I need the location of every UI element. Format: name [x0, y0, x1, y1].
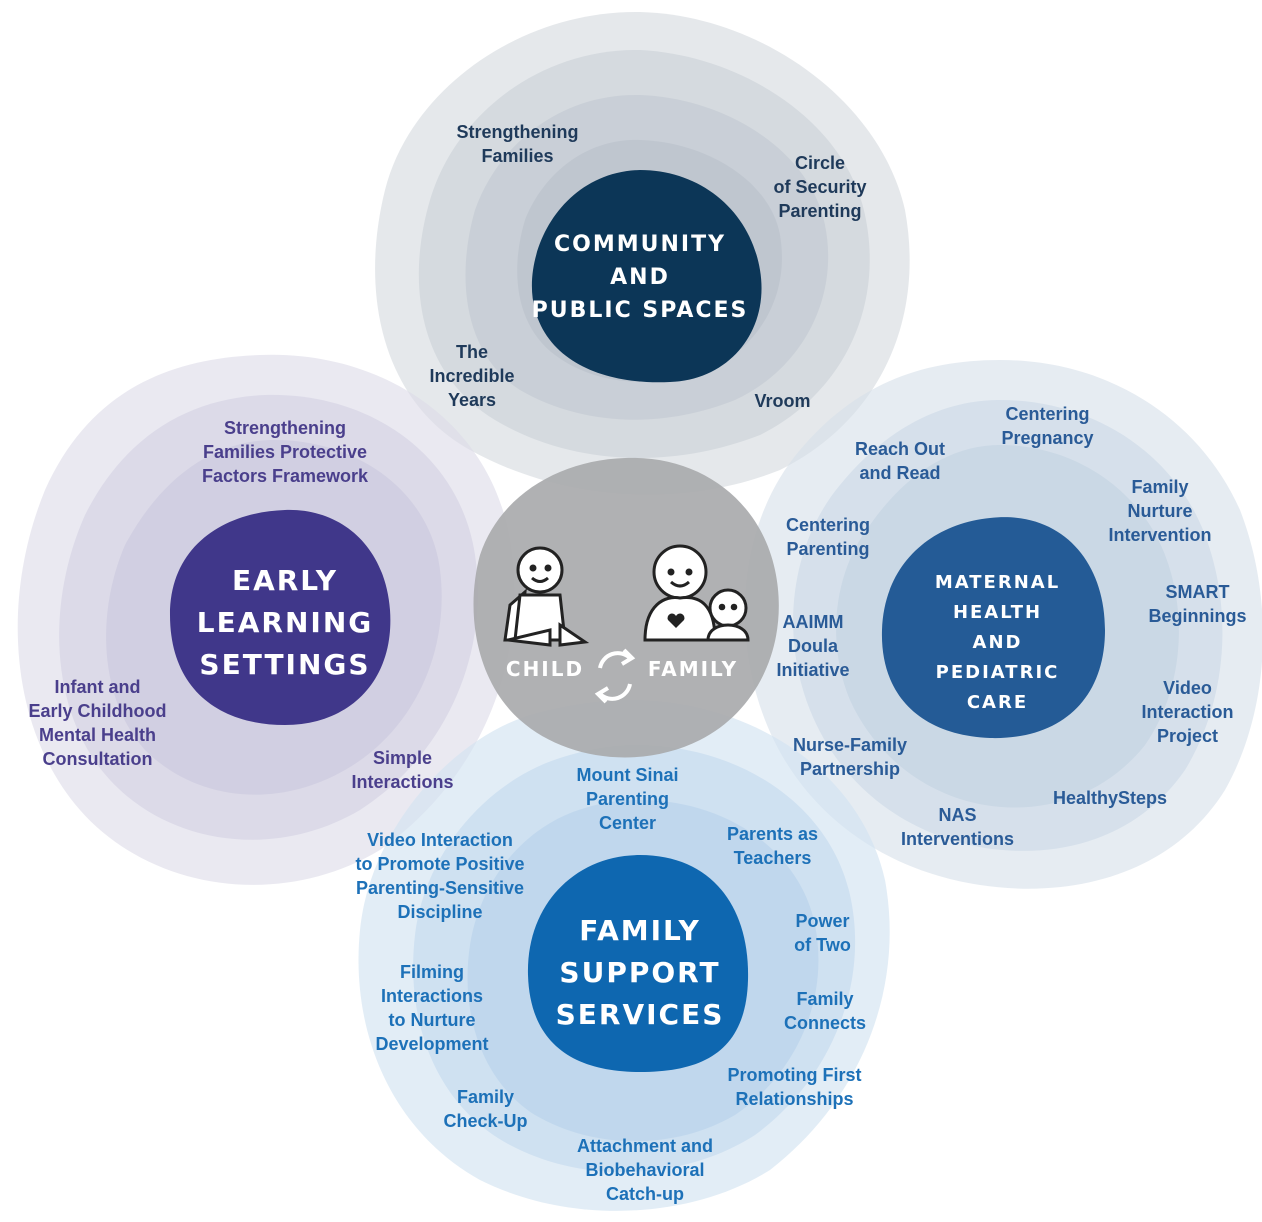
child-label: CHILD — [505, 657, 585, 681]
program-label: Filming Interactions to Nurture Developm… — [375, 962, 489, 1054]
program-label: The Incredible Years — [429, 342, 515, 410]
maternal-hub-title: MATERNAL HEALTH AND PEDIATRIC CARE — [934, 572, 1061, 713]
program-label: HealthySteps — [1052, 788, 1168, 808]
program-label: Infant and Early Childhood Mental Health… — [28, 677, 167, 769]
program-label: Promoting First Relationships — [727, 1065, 862, 1109]
parent-icon — [643, 544, 717, 642]
program-label: Simple Interactions — [351, 748, 454, 792]
maternal-hub — [881, 517, 1105, 739]
community-hub — [531, 170, 762, 383]
program-label: Circle of Security Parenting — [773, 153, 867, 221]
program-label: Family Check-Up — [443, 1087, 528, 1131]
program-label: Video Interaction to Promote Positive Pa… — [355, 830, 525, 922]
community-hub-title: COMMUNITY AND PUBLIC SPACES — [531, 232, 749, 323]
program-label: Power of Two — [794, 911, 851, 955]
program-label: Family Nurture Intervention — [1108, 477, 1212, 545]
program-label: Parents as Teachers — [726, 824, 819, 868]
baby-icon — [706, 588, 750, 642]
child-icon — [503, 546, 590, 647]
program-label: Family Connects — [783, 989, 866, 1033]
program-label: Video Interaction Project — [1141, 678, 1234, 746]
program-label: Centering Pregnancy — [1001, 404, 1094, 448]
family-label: FAMILY — [647, 657, 739, 681]
program-label: AAIMM Doula Initiative — [776, 612, 850, 680]
program-label: Attachment and Biobehavioral Catch-up — [576, 1136, 713, 1204]
family-hub — [527, 855, 749, 1072]
program-label: Vroom — [754, 391, 811, 411]
early-hub-title: EARLY LEARNING SETTINGS — [196, 564, 374, 681]
center-circle — [473, 457, 779, 758]
program-label: NAS Interventions — [900, 805, 1015, 849]
cycle-arrows-icon — [594, 648, 636, 704]
program-label: Strengthening Families Protective Factor… — [201, 418, 369, 486]
program-label: Mount Sinai Parenting Center — [576, 765, 679, 833]
program-label: Reach Out and Read — [854, 439, 946, 483]
early-hub — [170, 509, 391, 725]
program-label: SMART Beginnings — [1148, 582, 1247, 626]
program-label: Centering Parenting — [785, 515, 870, 559]
family-hub-title: FAMILY SUPPORT SERVICES — [555, 914, 725, 1031]
program-label: Strengthening Families — [456, 122, 579, 166]
program-label: Nurse-Family Partnership — [792, 735, 908, 779]
